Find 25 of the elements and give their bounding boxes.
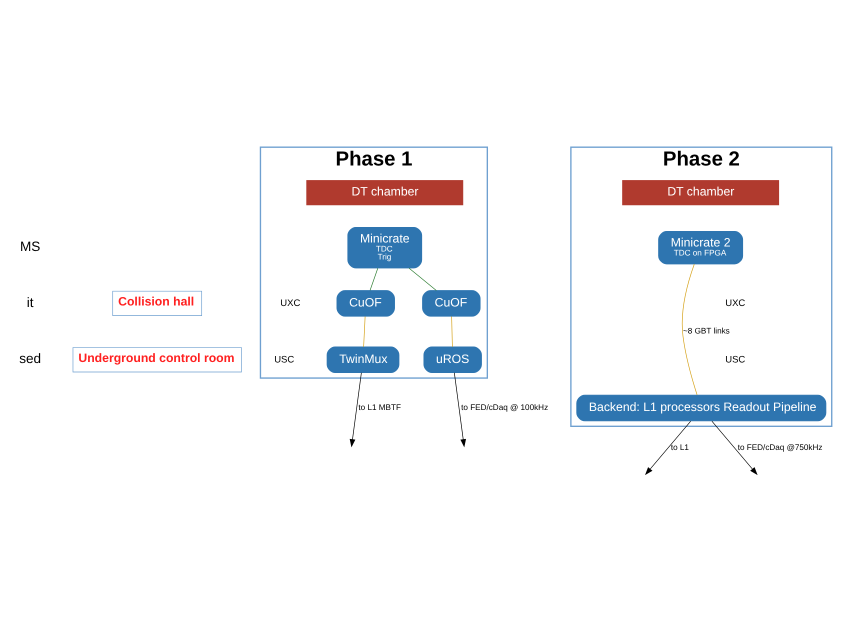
node-box: uROS	[423, 346, 482, 373]
connector	[370, 267, 378, 290]
connector	[451, 316, 453, 347]
arrow	[645, 420, 692, 475]
label: it	[26, 294, 34, 310]
node-box: Collision hall	[112, 290, 202, 316]
arrow	[350, 372, 362, 447]
label: UXC	[280, 297, 300, 308]
node-box: Backend: L1 processors Readout Pipeline	[576, 394, 826, 421]
label: USC	[274, 354, 294, 365]
connector	[682, 263, 698, 395]
node-box: Underground control room	[72, 346, 242, 372]
label: MS	[20, 238, 40, 254]
node-box: CuOF	[336, 290, 395, 316]
label: UXC	[725, 297, 746, 308]
label: sed	[19, 350, 42, 366]
node-box: TwinMux	[326, 346, 400, 373]
node-box: DT chamber	[306, 180, 464, 205]
connector	[363, 316, 366, 347]
node-box: CuOF	[422, 290, 481, 316]
label: USC	[725, 354, 746, 365]
node-box: DT chamber	[622, 180, 780, 205]
connector	[408, 267, 437, 290]
arrow	[454, 372, 466, 447]
arrow	[712, 420, 758, 475]
